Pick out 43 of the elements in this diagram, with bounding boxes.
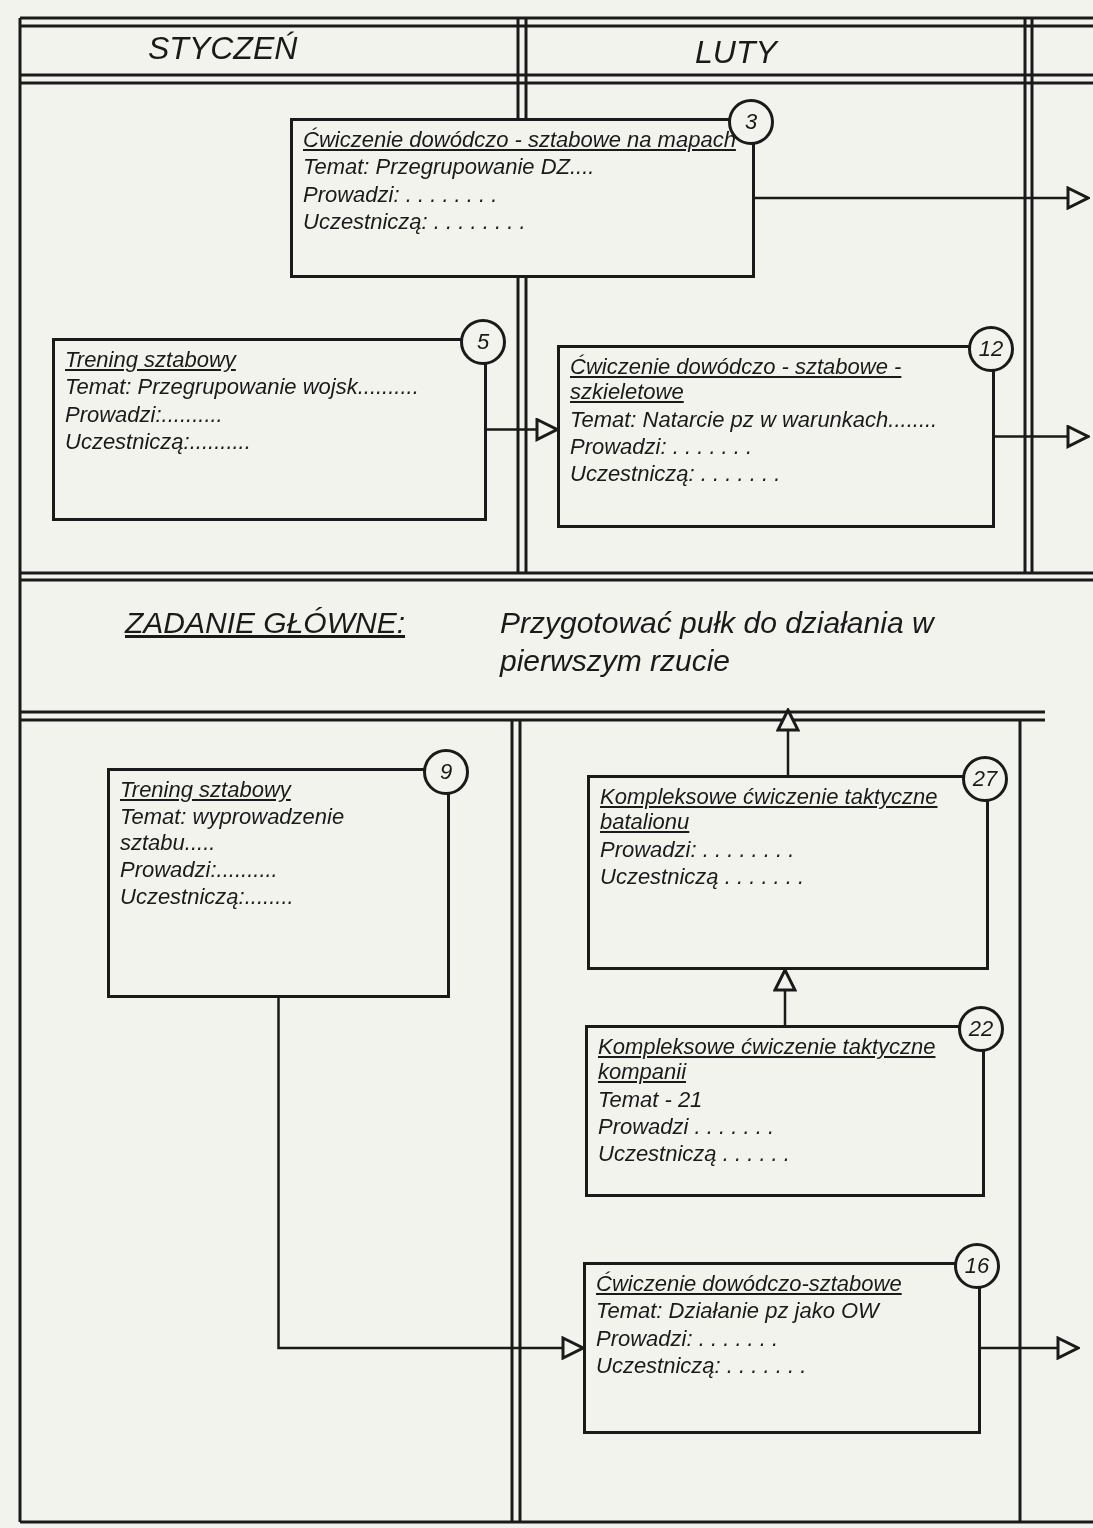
arrow bbox=[277, 998, 585, 1360]
arrow bbox=[776, 708, 800, 775]
exercise-title: Trening sztabowy bbox=[65, 347, 238, 373]
arrow bbox=[995, 425, 1090, 448]
exercise-detail: Uczestniczą . . . . . . . bbox=[600, 863, 806, 890]
callout-number: 12 bbox=[968, 326, 1014, 372]
exercise-detail: Temat: Przegrupowanie DZ.... bbox=[303, 154, 596, 180]
task-heading: ZADANIE GŁÓWNE: bbox=[125, 605, 406, 641]
exercise-detail: Uczestniczą . . . . . . bbox=[598, 1141, 791, 1167]
exercise-detail: Temat: Przegrupowanie wojsk.......... bbox=[65, 374, 420, 400]
exercise-title: Kompleksowe ćwiczenie taktyczne kompanii bbox=[598, 1034, 937, 1085]
exercise-detail: Prowadzi:.......... bbox=[120, 856, 279, 883]
month-header: STYCZEŃ bbox=[148, 30, 298, 67]
exercise-detail: Uczestniczą:.......... bbox=[65, 428, 252, 455]
arrow bbox=[773, 968, 797, 1025]
callout-number: 5 bbox=[460, 319, 506, 365]
exercise-detail: Uczestniczą: . . . . . . . . bbox=[303, 208, 527, 235]
exercise-detail: Uczestniczą: . . . . . . . bbox=[570, 461, 782, 487]
exercise-title: Trening sztabowy bbox=[120, 777, 293, 803]
exercise-title: Kompleksowe ćwiczenie taktyczne batalionu bbox=[600, 784, 939, 835]
exercise-detail: Temat - 21 bbox=[598, 1086, 704, 1112]
exercise-detail: Prowadzi: . . . . . . . . bbox=[303, 181, 499, 207]
exercise-detail: Prowadzi: . . . . . . . bbox=[570, 433, 754, 460]
callout-number: 16 bbox=[954, 1243, 1000, 1289]
callout-number: 9 bbox=[423, 749, 469, 795]
exercise-detail: Uczestniczą:........ bbox=[120, 884, 295, 910]
exercise-detail: Uczestniczą: . . . . . . . bbox=[596, 1352, 808, 1379]
arrow bbox=[755, 186, 1090, 210]
exercise-detail: Prowadzi:.......... bbox=[65, 401, 224, 427]
exercise-title: Ćwiczenie dowódczo-sztabowe bbox=[596, 1271, 903, 1297]
arrow bbox=[981, 1336, 1080, 1360]
month-header: LUTY bbox=[695, 34, 777, 71]
exercise-detail: Prowadzi . . . . . . . bbox=[598, 1113, 776, 1140]
exercise-detail: Prowadzi: . . . . . . . . bbox=[600, 836, 796, 862]
callout-number: 27 bbox=[962, 756, 1008, 802]
arrow bbox=[487, 418, 559, 441]
callout-number: 22 bbox=[958, 1006, 1004, 1052]
exercise-detail: Prowadzi: . . . . . . . bbox=[596, 1325, 780, 1351]
exercise-title: Ćwiczenie dowódczo - sztabowe - szkieletowe bbox=[570, 354, 903, 405]
task-text: Przygotować pułk do działania w pierwszym rzucie bbox=[500, 605, 936, 679]
exercise-detail: Temat: wyprowadzenie sztabu..... bbox=[120, 804, 346, 855]
exercise-detail: Temat: Natarcie pz w warunkach........ bbox=[570, 406, 939, 432]
exercise-detail: Temat: Działanie pz jako OW bbox=[596, 1298, 882, 1324]
